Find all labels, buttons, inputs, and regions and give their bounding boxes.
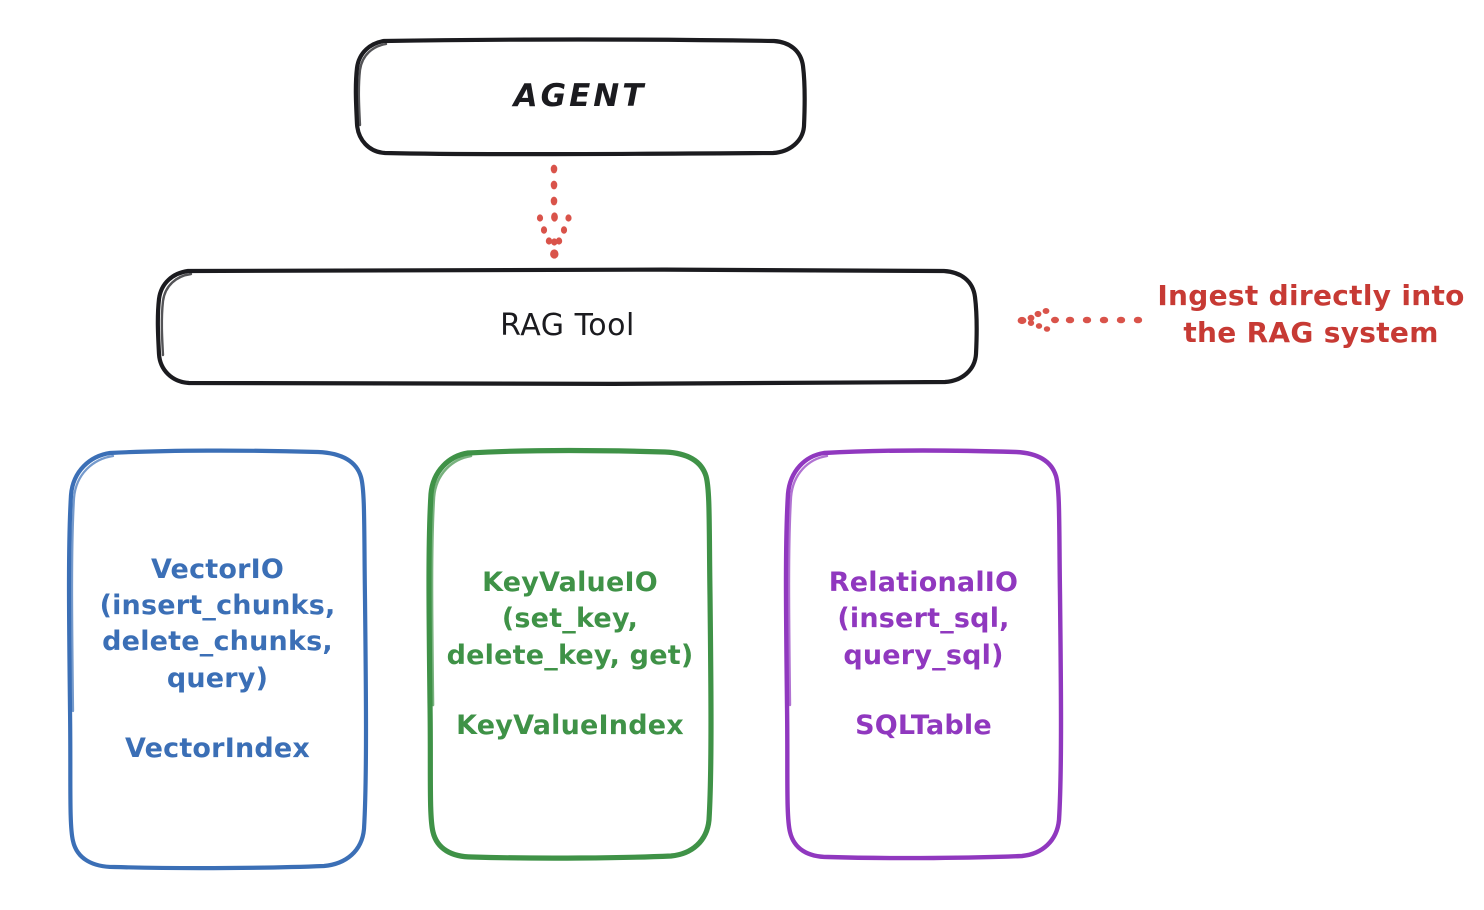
vector-io-api: VectorIO (insert_chunks, delete_chunks, … xyxy=(99,554,336,694)
relational-io-index: SQLTable xyxy=(855,709,992,741)
agent-label: AGENT xyxy=(513,78,647,115)
relational-io-content: RelationalIO (insert_sql, query_sql) SQLT… xyxy=(829,565,1018,744)
relational-io-api: RelationalIO (insert_sql, query_sql) xyxy=(828,567,1019,671)
relational-io-node[interactable]: RelationalIO (insert_sql, query_sql) SQLT… xyxy=(783,448,1064,861)
agent-node[interactable]: AGENT xyxy=(353,37,807,157)
rag-tool-node[interactable]: RAG Tool xyxy=(155,267,980,387)
ingest-to-rag-arrow xyxy=(1017,308,1143,332)
ingest-annotation-label: Ingest directly into the RAG system xyxy=(1157,279,1465,349)
key-value-io-content: KeyValueIO (set_key, delete_key, get) Key… xyxy=(447,565,694,744)
key-value-io-api: KeyValueIO (set_key, delete_key, get) xyxy=(446,567,694,671)
key-value-io-index: KeyValueIndex xyxy=(456,709,684,741)
agent-to-rag-arrow xyxy=(536,164,572,259)
vector-io-index: VectorIndex xyxy=(124,732,311,764)
vector-io-content: VectorIO (insert_chunks, delete_chunks, … xyxy=(100,552,336,767)
rag-tool-label: RAG Tool xyxy=(500,308,635,344)
vector-io-node[interactable]: VectorIO (insert_chunks, delete_chunks, … xyxy=(66,448,369,871)
key-value-io-node[interactable]: KeyValueIO (set_key, delete_key, get) Key… xyxy=(426,448,714,861)
